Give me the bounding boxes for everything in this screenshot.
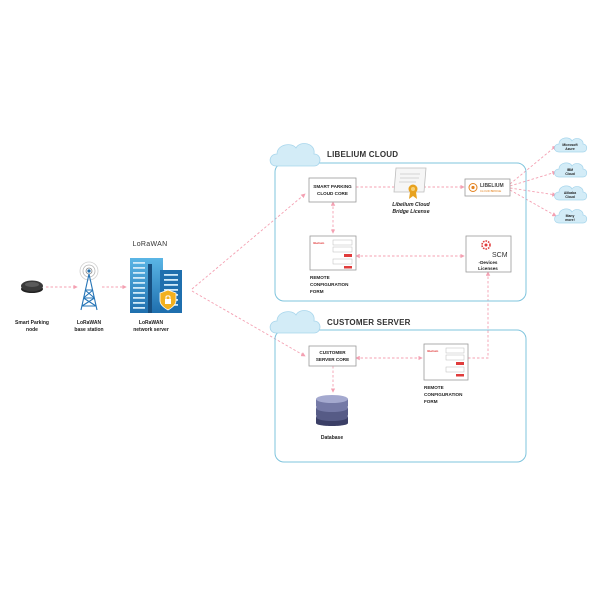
libelium-cloud-panel: LIBELIUM CLOUD SMART PARKING CLOUD CORE … xyxy=(269,143,527,302)
customer-core-label-1: CUSTOMER xyxy=(319,350,346,355)
station-label-1: LoRaWAN xyxy=(77,320,102,326)
platform-cloud-alibaba: Alibaba Cloud xyxy=(554,185,588,201)
certificate-icon xyxy=(393,167,427,199)
customer-server-core-box xyxy=(308,345,357,367)
server-building-icon xyxy=(130,258,182,313)
platform-label-2: more! xyxy=(565,218,574,222)
gear-icon xyxy=(481,240,491,250)
antenna-tower-icon xyxy=(79,261,99,311)
station-label-2: base station xyxy=(74,327,103,333)
cloud-core-label-1: SMART PARKING xyxy=(313,184,352,189)
customer-server-panel: CUSTOMER SERVER CUSTOMER SERVER CORE Dat… xyxy=(269,310,527,463)
cloud-form-label-1: REMOTE xyxy=(310,275,330,280)
cloud-platforms: Microsoft Azure IBM Cloud Alibaba Cloud … xyxy=(554,137,588,224)
database-label: Database xyxy=(321,435,343,441)
connector-form-to-scm-vertical xyxy=(468,271,491,359)
bridge-sub: CLOUD BRIDGE xyxy=(480,189,501,193)
cloud-form-label-3: FORM xyxy=(310,289,324,294)
cloud-icon xyxy=(269,143,321,167)
customer-form-label-1: REMOTE xyxy=(424,385,444,390)
lorawan-logo: LoRaWAN xyxy=(133,241,168,248)
platform-label-1: IBM xyxy=(567,168,573,172)
customer-core-label-2: SERVER CORE xyxy=(316,357,349,362)
form-brand-cloud: libelium xyxy=(313,241,325,245)
sensor-label-2: node xyxy=(26,327,38,333)
platform-cloud-more: Many more! xyxy=(554,208,588,224)
database-icon xyxy=(316,395,348,426)
connector-bridge-to-alibaba xyxy=(509,187,557,197)
license-label-2: Bridge License xyxy=(392,209,429,215)
remote-config-form-cloud: libelium xyxy=(309,235,357,271)
customer-form-label-3: FORM xyxy=(424,399,438,404)
libelium-logo-icon xyxy=(468,183,478,192)
connector-server-to-cloud-core xyxy=(191,193,306,290)
customer-form-label-2: CONFIGURATION xyxy=(424,392,463,397)
cloud-form-label-2: CONFIGURATION xyxy=(310,282,349,287)
smart-parking-cloud-core-box xyxy=(308,177,357,203)
platform-label-1: Microsoft xyxy=(562,143,578,147)
libelium-cloud-bridge-box xyxy=(464,178,511,197)
scm-label-1: -Devices xyxy=(479,260,498,265)
parking-sensor-icon xyxy=(21,280,43,293)
sensor-label-1: Smart Parking xyxy=(15,320,49,326)
form-brand-customer: libelium xyxy=(427,349,439,353)
scm-name: SCM xyxy=(492,252,508,259)
connector-bridge-to-azure xyxy=(509,145,557,185)
platform-cloud-ibm: IBM Cloud xyxy=(554,162,588,178)
network-server-label-2: network server xyxy=(133,327,169,333)
scm-label-2: Licenses xyxy=(478,266,498,271)
platform-cloud-azure: Microsoft Azure xyxy=(554,137,588,153)
platform-label-1: Alibaba xyxy=(564,191,576,195)
platform-label-1: Many xyxy=(566,214,575,218)
remote-config-form-customer: libelium xyxy=(423,343,469,381)
cloud-core-label-2: CLOUD CORE xyxy=(317,191,348,196)
license-label-1: Libelium Cloud xyxy=(392,202,430,208)
connector-bridge-to-ibm xyxy=(509,170,557,187)
libelium-cloud-title: LIBELIUM CLOUD xyxy=(327,150,398,159)
platform-label-2: Cloud xyxy=(565,195,575,199)
network-server-label-1: LoRaWAN xyxy=(139,320,164,326)
customer-server-title: CUSTOMER SERVER xyxy=(327,318,411,327)
platform-label-2: Azure xyxy=(565,147,575,151)
platform-label-2: Cloud xyxy=(565,172,575,176)
cloud-icon xyxy=(269,310,321,334)
connector-bridge-to-more xyxy=(509,189,557,217)
bridge-brand: LIBELIUM xyxy=(480,183,504,189)
connector-server-to-customer-core xyxy=(191,290,306,357)
